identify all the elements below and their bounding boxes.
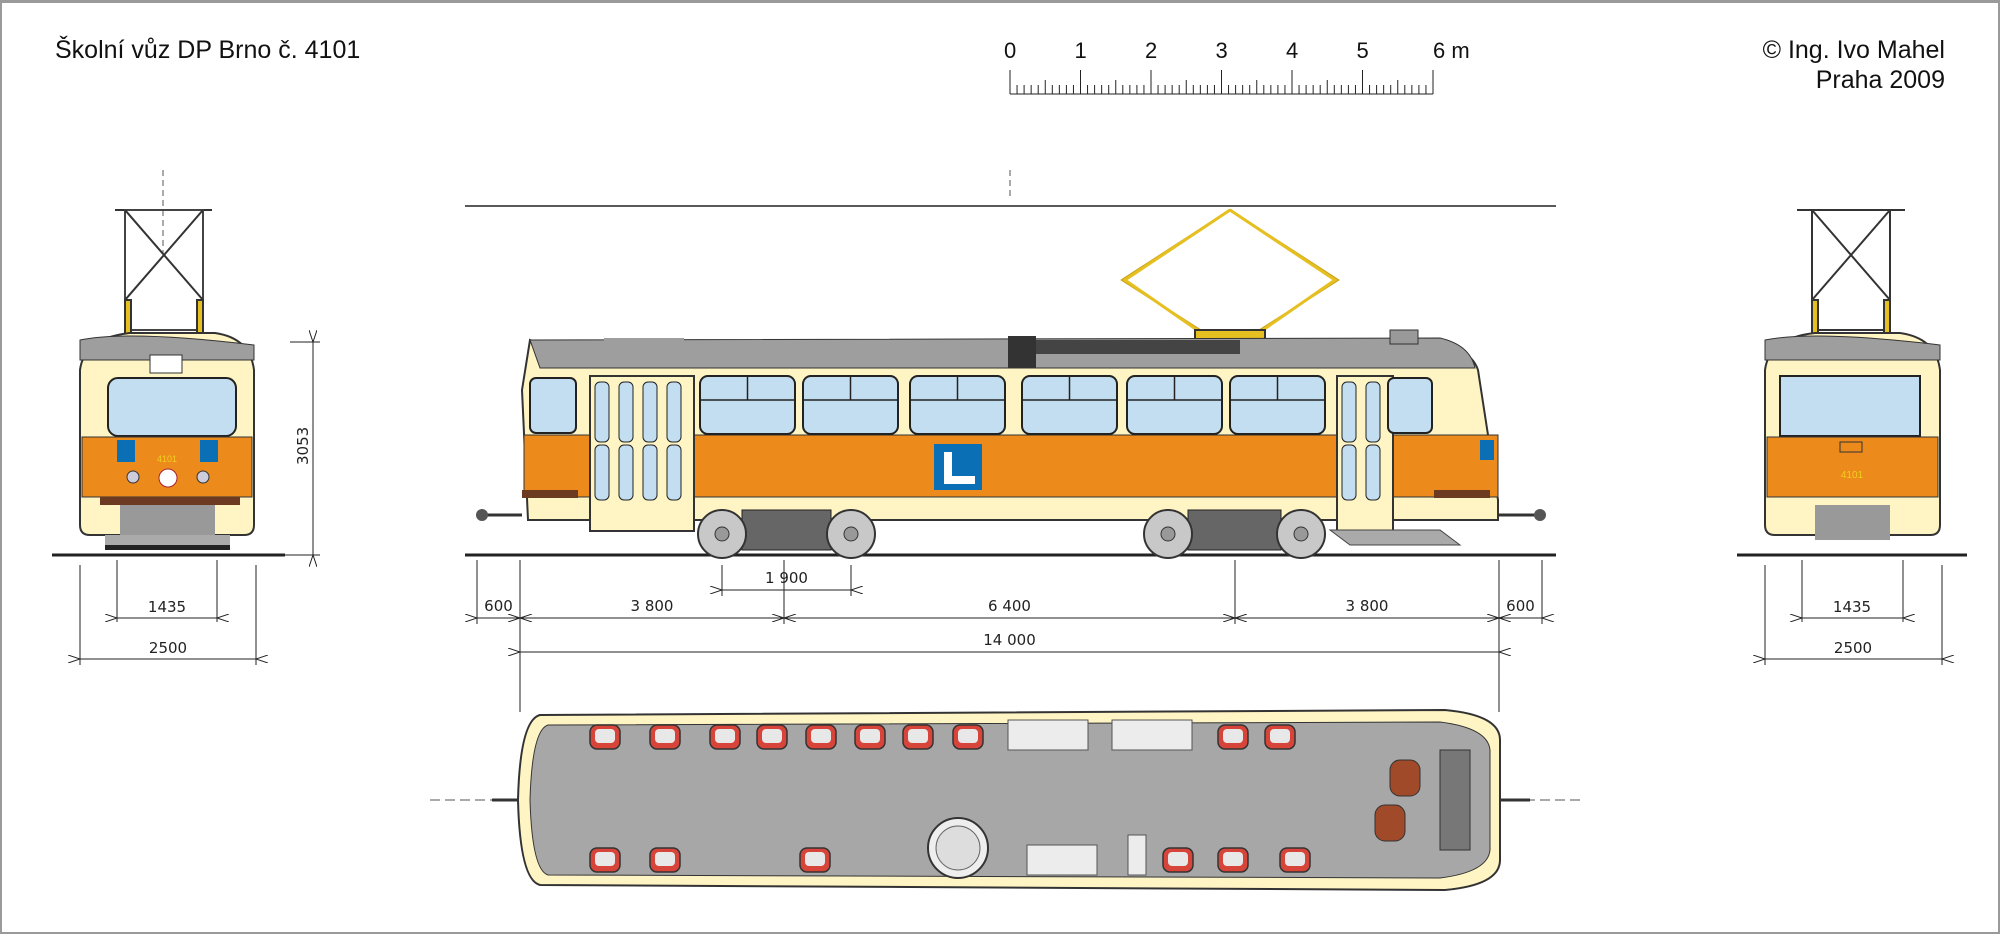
front-width-dimension: 2500 xyxy=(149,639,187,657)
scale-label: 5 xyxy=(1357,38,1369,63)
learner-plate-right xyxy=(200,440,218,462)
rear-width-dimension: 2500 xyxy=(1834,639,1872,657)
doors xyxy=(589,375,1394,532)
scale-label: 3 xyxy=(1216,38,1228,63)
author-line-2: Praha 2009 xyxy=(1816,66,1945,94)
rear-view: 4101 1435 2500 xyxy=(1737,209,1967,665)
dimension-label: 600 xyxy=(484,597,513,615)
dimension-label: 600 xyxy=(1506,597,1535,615)
height-dimension: 3053 xyxy=(294,427,312,465)
bogies xyxy=(697,509,1326,559)
rear-gauge-dimension: 1435 xyxy=(1833,598,1871,616)
dimension-label: 3 800 xyxy=(1346,597,1389,615)
driver-console xyxy=(1439,749,1471,851)
passenger-seats xyxy=(589,724,1311,873)
windscreen xyxy=(107,377,237,437)
side-windows xyxy=(699,375,1326,435)
front-view: 4101 3053 1435 2500 xyxy=(52,170,320,665)
dimension-label: 3 800 xyxy=(631,597,674,615)
scale-label: 2 xyxy=(1145,38,1157,63)
author-line-1: © Ing. Ivo Mahel xyxy=(1763,36,1945,64)
rear-fleet-number: 4101 xyxy=(1841,470,1864,481)
dimension-label: 6 400 xyxy=(988,597,1031,615)
scale-labels: 0 1 2 3 4 5 6 m xyxy=(1004,38,1470,63)
front-gauge-dimension: 1435 xyxy=(148,598,186,616)
fleet-number: 4101 xyxy=(157,454,177,464)
side-dimensions: 600 3 800 6 400 3 800 600 1 900 14 000 xyxy=(477,560,1542,712)
drawing-title: Školní vůz DP Brno č. 4101 xyxy=(55,35,360,64)
scale-bar xyxy=(1009,70,1434,95)
learner-plate-left xyxy=(117,440,135,462)
side-pantograph xyxy=(1120,208,1340,341)
driver-seat xyxy=(1389,759,1421,797)
scale-label: 1 xyxy=(1075,38,1087,63)
dimension-label: 14 000 xyxy=(983,631,1036,649)
plan-view xyxy=(430,708,1585,892)
bogie-frame xyxy=(1187,509,1282,551)
side-view: 600 3 800 6 400 3 800 600 1 900 14 000 xyxy=(465,170,1556,712)
scale-label: 0 xyxy=(1004,38,1016,63)
scale-label: 4 xyxy=(1286,38,1298,63)
pantograph xyxy=(115,209,212,336)
bogie-frame xyxy=(741,509,832,551)
dimension-label: 1 900 xyxy=(765,569,808,587)
scale-label: 6 m xyxy=(1433,38,1470,63)
